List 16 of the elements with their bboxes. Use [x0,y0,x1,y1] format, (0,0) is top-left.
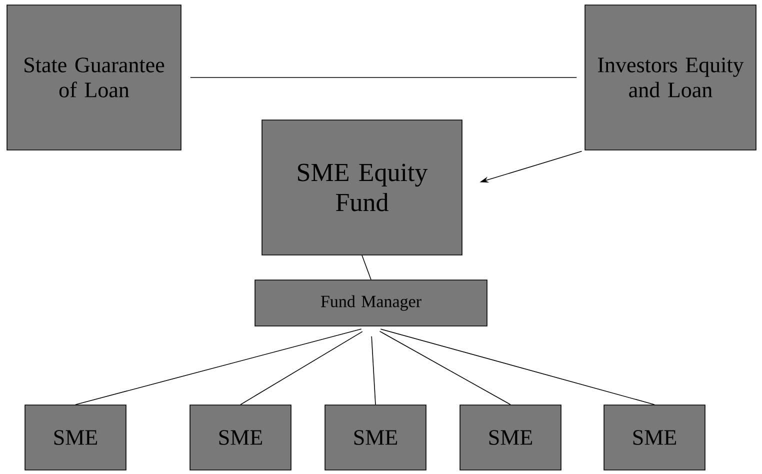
process-box: SME [324,404,426,470]
process-box: SME [460,404,562,470]
process-box: Investors Equity and Loan [584,4,756,150]
connector-line [379,330,511,405]
connector-line [190,77,577,78]
connector-line [371,336,376,405]
connector-line [75,328,362,405]
connector-line [380,328,655,405]
process-box: SME [604,404,706,470]
process-box: SME Equity Fund [262,120,462,256]
process-box: SME [24,404,126,470]
process-box: Fund Manager [254,280,488,326]
process-box: State Guarantee of Loan [6,4,182,150]
connector-line [362,255,372,280]
process-box: SME [190,404,292,470]
connector-line [240,331,363,405]
